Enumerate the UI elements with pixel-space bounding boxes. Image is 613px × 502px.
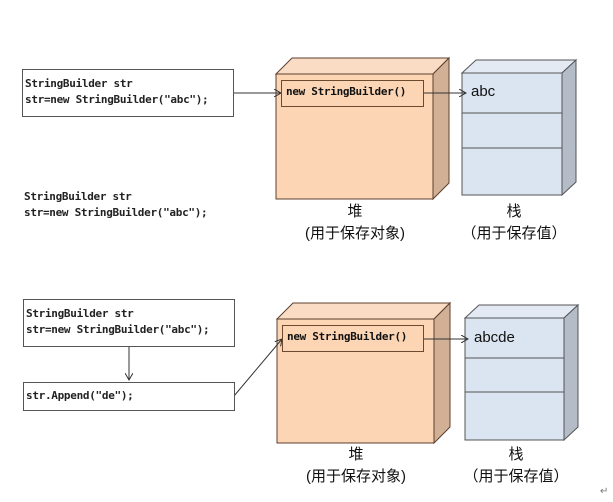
stack-cell-value: abcde: [474, 329, 515, 346]
arrow-append-to-heap: [233, 339, 282, 397]
stack-cell-value: abc: [471, 83, 496, 100]
code-line: StringBuilder str: [26, 307, 134, 320]
heap-box-bottom: [275, 301, 452, 445]
stack-box-bottom: [463, 303, 580, 442]
heap-object-box: new StringBuilder(): [281, 80, 424, 107]
stack-label: 栈 （用于保存值）: [450, 201, 578, 245]
heap-label: 堆 (用于保存对象): [277, 444, 435, 488]
stack-box-top: [460, 58, 578, 197]
heap-name: 堆: [348, 446, 364, 463]
stack-desc: （用于保存值）: [463, 468, 569, 485]
code-line: str=new StringBuilder("abc");: [25, 93, 209, 106]
code-box-declaration: StringBuilder str str=new StringBuilder(…: [22, 69, 234, 117]
heap-desc: (用于保存对象): [306, 468, 406, 485]
code-box-append: str.Append("de");: [23, 382, 235, 411]
code-line: StringBuilder str: [24, 190, 132, 203]
stack-label: 栈 （用于保存值）: [452, 444, 580, 488]
heap-label: 堆 (用于保存对象): [276, 201, 434, 245]
stack-name: 栈: [508, 446, 524, 463]
plain-code: StringBuilder str str=new StringBuilder(…: [24, 189, 208, 221]
code-line: str=new StringBuilder("abc");: [26, 323, 210, 336]
heap-desc: (用于保存对象): [305, 225, 405, 242]
stack-name: 栈: [506, 203, 522, 220]
code-line: StringBuilder str: [25, 77, 133, 90]
heap-object-box: new StringBuilder(): [282, 325, 424, 352]
heap-name: 堆: [347, 203, 363, 220]
code-line: str.Append("de");: [26, 389, 134, 402]
paragraph-return-icon: ↵: [600, 486, 609, 497]
code-line: str=new StringBuilder("abc");: [24, 206, 208, 219]
stack-desc: （用于保存值）: [461, 225, 567, 242]
code-box-declaration: StringBuilder str str=new StringBuilder(…: [23, 299, 235, 347]
